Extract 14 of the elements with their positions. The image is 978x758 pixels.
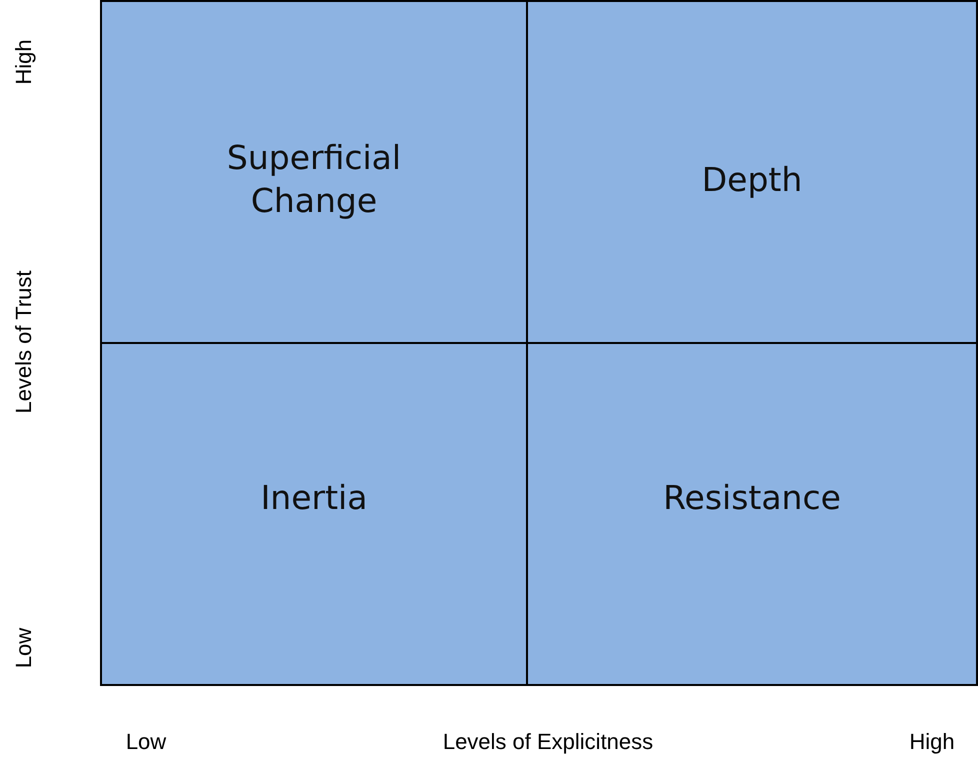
quadrant-box [526,0,978,344]
quadrant-label: Inertia [260,476,368,519]
quadrant-label: Resistance [662,476,842,519]
quadrant-box [100,0,528,344]
quadrant-label: Superficial Change [226,137,402,222]
quadrant-box [526,342,978,686]
x-axis-low-label: Low [126,729,166,755]
y-axis-title: Levels of Trust [11,270,37,414]
x-axis-high-label: High [909,729,955,755]
y-axis-high-label: High [11,39,37,85]
x-axis-title: Levels of Explicitness [442,729,654,755]
quadrant-label: Depth [700,158,804,201]
y-axis-low-label: Low [11,628,37,668]
quadrant-box [100,342,528,686]
